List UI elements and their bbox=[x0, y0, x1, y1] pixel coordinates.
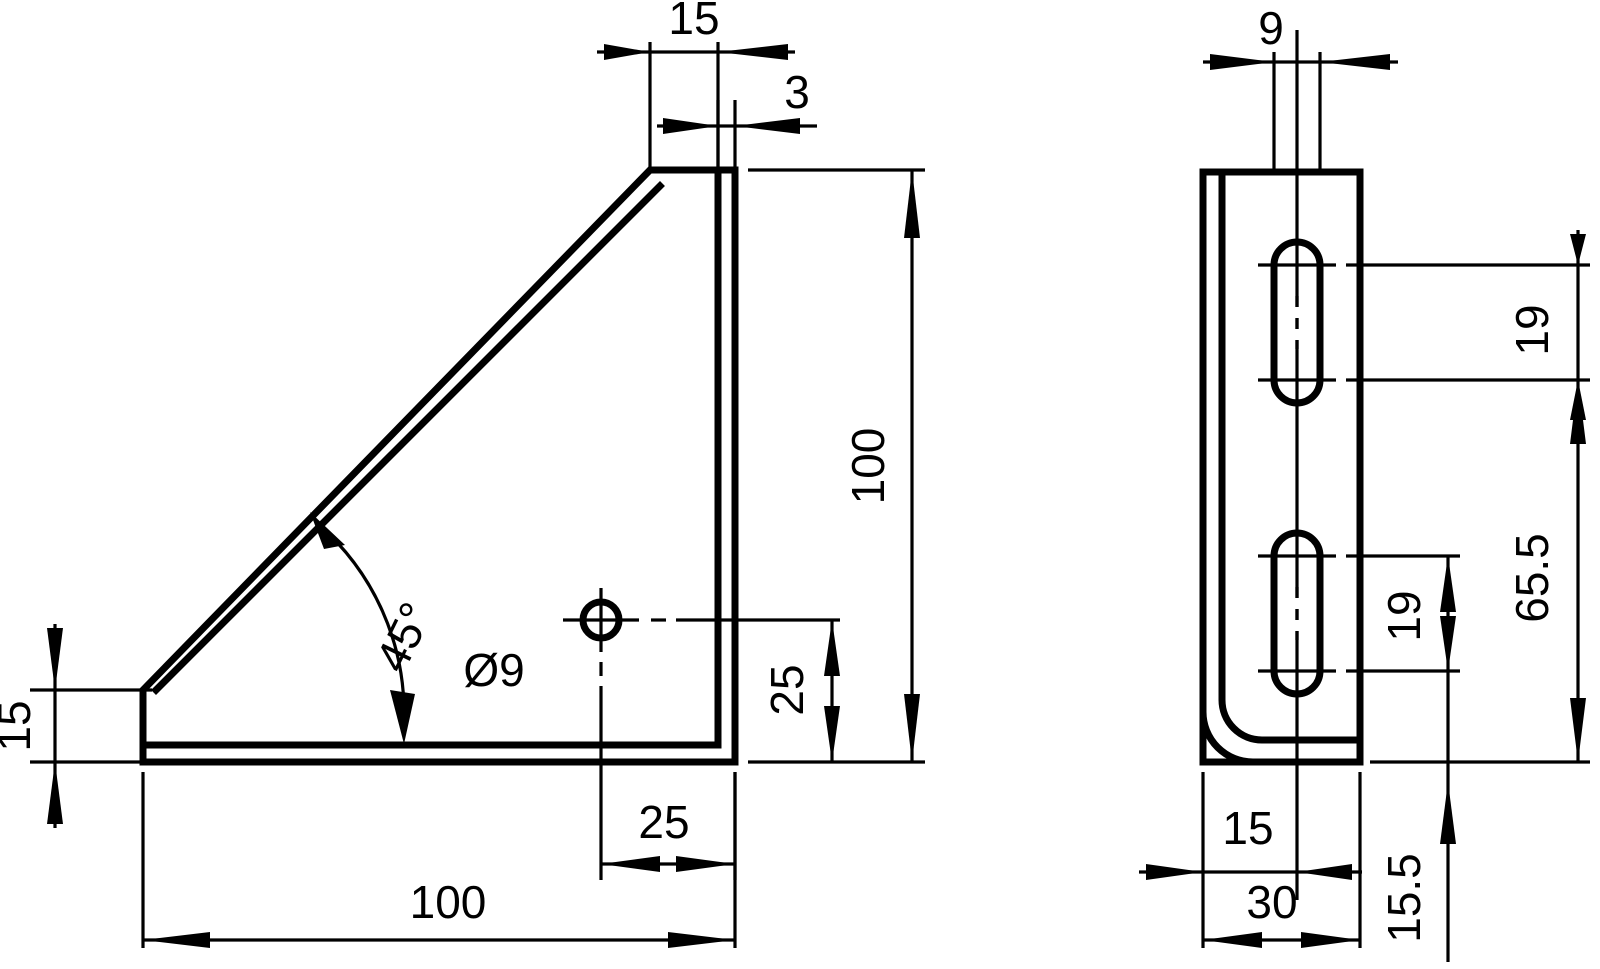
arrow-100-bottom-right bbox=[668, 932, 735, 948]
arrow-15-top-left bbox=[604, 44, 650, 60]
dim-label-15-5: 15.5 bbox=[1378, 853, 1430, 943]
arrow-65-5-bottom bbox=[1570, 698, 1586, 762]
arrow-25-bottom-left bbox=[601, 856, 660, 872]
dim-label-3: 3 bbox=[784, 66, 810, 118]
arrow-25-bottom-right bbox=[676, 856, 735, 872]
arrow-3-right bbox=[735, 118, 800, 134]
arrow-100-top bbox=[904, 170, 920, 238]
front-view-outline bbox=[139, 166, 739, 766]
angle-arrow-upper bbox=[310, 512, 345, 549]
side-view-inner-profile bbox=[1218, 168, 1364, 744]
dim-label-100-bottom: 100 bbox=[410, 876, 487, 928]
arrow-25-vert-bottom bbox=[824, 706, 840, 762]
arrow-100-bottom bbox=[904, 694, 920, 762]
arrow-19-upper-top bbox=[1570, 234, 1586, 265]
arrow-15-side-right bbox=[1297, 864, 1352, 880]
arrow-19-lower-top bbox=[1440, 556, 1456, 612]
arrow-9-left bbox=[1210, 54, 1274, 70]
front-view: 45° Ø9 15 3 100 bbox=[0, 0, 925, 948]
dim-label-30: 30 bbox=[1246, 876, 1297, 928]
arrow-30-left bbox=[1203, 932, 1262, 948]
arrow-100-bottom-left bbox=[143, 932, 210, 948]
arrow-15-top-right bbox=[718, 44, 788, 60]
side-view-outer-fillet bbox=[1199, 708, 1257, 766]
arrow-15-side-left bbox=[1146, 864, 1203, 880]
dim-label-15-top: 15 bbox=[668, 0, 719, 44]
dim-label-19-lower: 19 bbox=[1378, 590, 1430, 641]
arrow-15-left-top bbox=[47, 628, 63, 690]
angle-arrow-lower bbox=[390, 690, 415, 744]
dim-label-25-bottom: 25 bbox=[638, 796, 689, 848]
hole-diameter-label: Ø9 bbox=[463, 644, 524, 696]
side-view: 9 19 65.5 19 15.5 15 30 bbox=[1139, 2, 1590, 962]
dim-label-65-5: 65.5 bbox=[1506, 533, 1558, 623]
arrow-19-lower-bottom bbox=[1440, 616, 1456, 671]
arrow-25-vert-top bbox=[824, 620, 840, 676]
gusset-inner-diagonal bbox=[151, 181, 665, 695]
dim-label-9: 9 bbox=[1258, 2, 1284, 54]
arrow-65-5-top bbox=[1570, 380, 1586, 444]
arrow-15-left-bottom bbox=[47, 762, 63, 824]
arrow-30-right bbox=[1301, 932, 1360, 948]
dim-label-15-side: 15 bbox=[1222, 802, 1273, 854]
arrow-9-right bbox=[1320, 54, 1390, 70]
side-view-outline bbox=[1199, 168, 1364, 766]
arrow-15-5-top bbox=[1440, 782, 1456, 844]
dim-label-19-upper: 19 bbox=[1506, 304, 1558, 355]
arrow-3-left bbox=[663, 118, 718, 134]
angle-label: 45° bbox=[365, 594, 442, 679]
dim-label-15-left: 15 bbox=[0, 700, 40, 751]
dim-label-100-vertical: 100 bbox=[842, 428, 894, 505]
dim-label-25-vertical: 25 bbox=[761, 664, 813, 715]
